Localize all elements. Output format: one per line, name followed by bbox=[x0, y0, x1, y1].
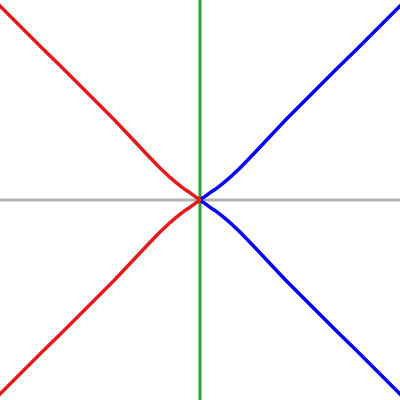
series-line-2 bbox=[0, 3, 202, 397]
